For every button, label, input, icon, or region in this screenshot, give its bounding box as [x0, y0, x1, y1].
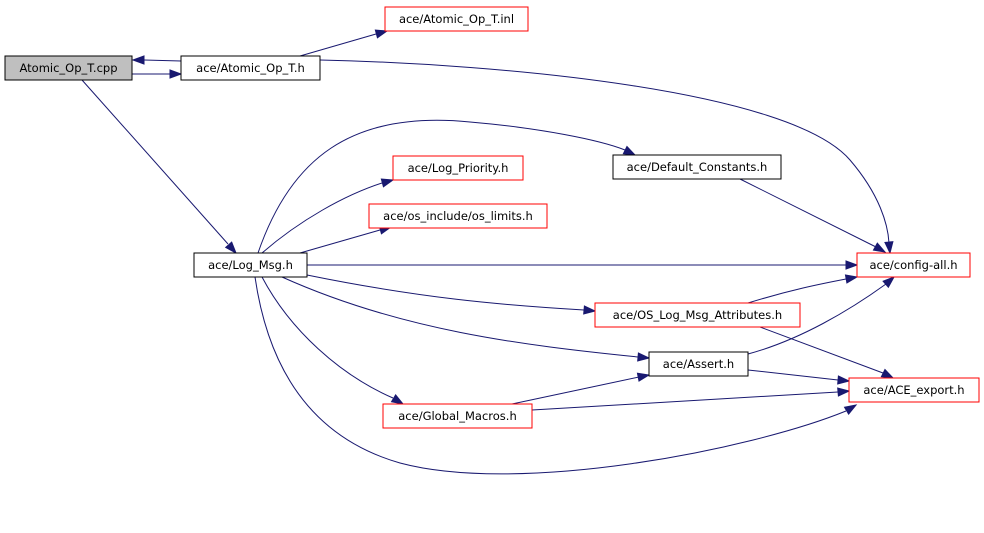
edge-line [759, 326, 884, 374]
edge-arrowhead [169, 69, 183, 79]
edge-default_constants_h-to-config_all_h [739, 178, 887, 253]
node-label: ace/Assert.h [663, 357, 734, 371]
node-box [612, 154, 782, 180]
edge-arrowhead [380, 178, 395, 188]
edge-line [306, 274, 585, 311]
edge-line [257, 119, 626, 254]
edge-line [739, 178, 877, 248]
node-box [648, 351, 749, 377]
edge-line [747, 283, 887, 355]
edge-arrowhead [844, 274, 859, 284]
edge-line [81, 79, 229, 245]
edge-log_msg_h-to-config_all_h [307, 260, 859, 270]
edge-arrowhead [845, 260, 859, 270]
node-assert-h[interactable]: ace/Assert.h [648, 351, 749, 377]
edge-assert_h-to-config_all_h [747, 276, 896, 355]
node-box [384, 6, 529, 32]
edge-line [747, 278, 847, 304]
node-label: ace/Atomic_Op_T.inl [399, 12, 514, 26]
node-label: ace/Global_Macros.h [398, 409, 517, 423]
edge-arrowhead [637, 352, 651, 362]
edge-arrowhead [374, 29, 389, 39]
node-default-constants-h[interactable]: ace/Default_Constants.h [612, 154, 782, 180]
node-atomic-op-t-cpp: Atomic_Op_T.cpp [4, 55, 133, 81]
node-box [594, 302, 801, 328]
node-box [4, 55, 133, 81]
node-atomic-op-t-h[interactable]: ace/Atomic_Op_T.h [180, 55, 321, 81]
node-label: ace/Atomic_Op_T.h [196, 61, 305, 75]
edge-line [261, 182, 383, 254]
edges-layer [81, 29, 896, 475]
edge-arrowhead [872, 242, 887, 253]
edge-arrowhead [882, 276, 896, 289]
edge-arrowhead [390, 394, 405, 405]
edge-atomic_op_t_cpp-to-log_msg_h [81, 79, 237, 255]
node-box [848, 377, 980, 403]
edge-line [254, 276, 847, 475]
node-os-limits-h[interactable]: ace/os_include/os_limits.h [368, 203, 548, 229]
edge-log_msg_h-to-os_log_msg_attributes_h [306, 274, 597, 315]
node-box [392, 155, 524, 181]
node-box [382, 403, 533, 429]
node-box [368, 203, 548, 229]
edge-atomic_op_t_h-to-config_all_h [319, 59, 894, 255]
edge-line [143, 59, 182, 62]
node-box [180, 55, 321, 81]
edge-line [299, 33, 377, 57]
node-global-macros-h[interactable]: ace/Global_Macros.h [382, 403, 533, 429]
node-atomic-op-t-inl[interactable]: ace/Atomic_Op_T.inl [384, 6, 529, 32]
node-os-log-msg-attributes-h[interactable]: ace/OS_Log_Msg_Attributes.h [594, 302, 801, 328]
node-label: ace/Default_Constants.h [627, 160, 768, 174]
node-label: ace/config-all.h [869, 258, 957, 272]
edge-arrowhead [880, 368, 895, 379]
edge-arrowhead [636, 372, 651, 382]
edge-line [281, 276, 639, 358]
edge-log_msg_h-to-global_macros_h [261, 276, 405, 405]
node-label: ace/Log_Priority.h [408, 161, 509, 175]
edge-global_macros_h-to-assert_h [511, 372, 651, 405]
node-label: ace/Log_Msg.h [208, 258, 293, 272]
edge-log_msg_h-to-log_priority_h [261, 178, 395, 254]
edge-atomic_op_t_h-to-atomic_op_t_inl [299, 29, 389, 57]
edge-line [319, 59, 890, 244]
edge-global_macros_h-to-ace_export_h [531, 387, 851, 411]
node-label: ace/os_include/os_limits.h [383, 209, 533, 223]
edge-arrowhead [131, 55, 145, 65]
edge-arrowhead [843, 404, 858, 415]
edge-log_msg_h-to-ace_export_h [254, 276, 858, 475]
node-label: Atomic_Op_T.cpp [19, 61, 117, 75]
edge-assert_h-to-ace_export_h [747, 369, 851, 385]
node-ace-export-h[interactable]: ace/ACE_export.h [848, 377, 980, 403]
edge-os_log_msg_attributes_h-to-config_all_h [747, 274, 859, 304]
node-box [856, 252, 971, 278]
edge-arrowhead [224, 241, 237, 255]
node-label: ace/ACE_export.h [863, 383, 964, 397]
edge-atomic_op_t_h-to-atomic_op_t_cpp [131, 55, 182, 65]
node-log-msg-h[interactable]: ace/Log_Msg.h [193, 252, 308, 278]
edge-line [531, 391, 839, 411]
node-box [193, 252, 308, 278]
edge-log_msg_h-to-default_constants_h [257, 119, 637, 254]
edge-arrowhead [837, 375, 851, 385]
edge-log_msg_h-to-os_limits_h [299, 225, 393, 254]
edge-line [511, 376, 640, 405]
edge-log_msg_h-to-assert_h [281, 276, 651, 362]
edge-arrowhead [837, 387, 851, 397]
edge-arrowhead [884, 241, 894, 255]
edge-arrowhead [622, 145, 637, 156]
node-config-all-h[interactable]: ace/config-all.h [856, 252, 971, 278]
edge-os_log_msg_attributes_h-to-ace_export_h [759, 326, 895, 379]
node-label: ace/OS_Log_Msg_Attributes.h [613, 308, 782, 322]
edge-atomic_op_t_cpp-to-atomic_op_t_h [132, 69, 183, 79]
edge-line [747, 369, 839, 381]
edge-arrowhead [583, 305, 597, 315]
nodes-layer: Atomic_Op_T.cpp ace/Atomic_Op_T.h ace/Atom… [4, 6, 980, 429]
edge-line [299, 229, 381, 254]
edge-line [261, 276, 394, 399]
node-log-priority-h[interactable]: ace/Log_Priority.h [392, 155, 524, 181]
